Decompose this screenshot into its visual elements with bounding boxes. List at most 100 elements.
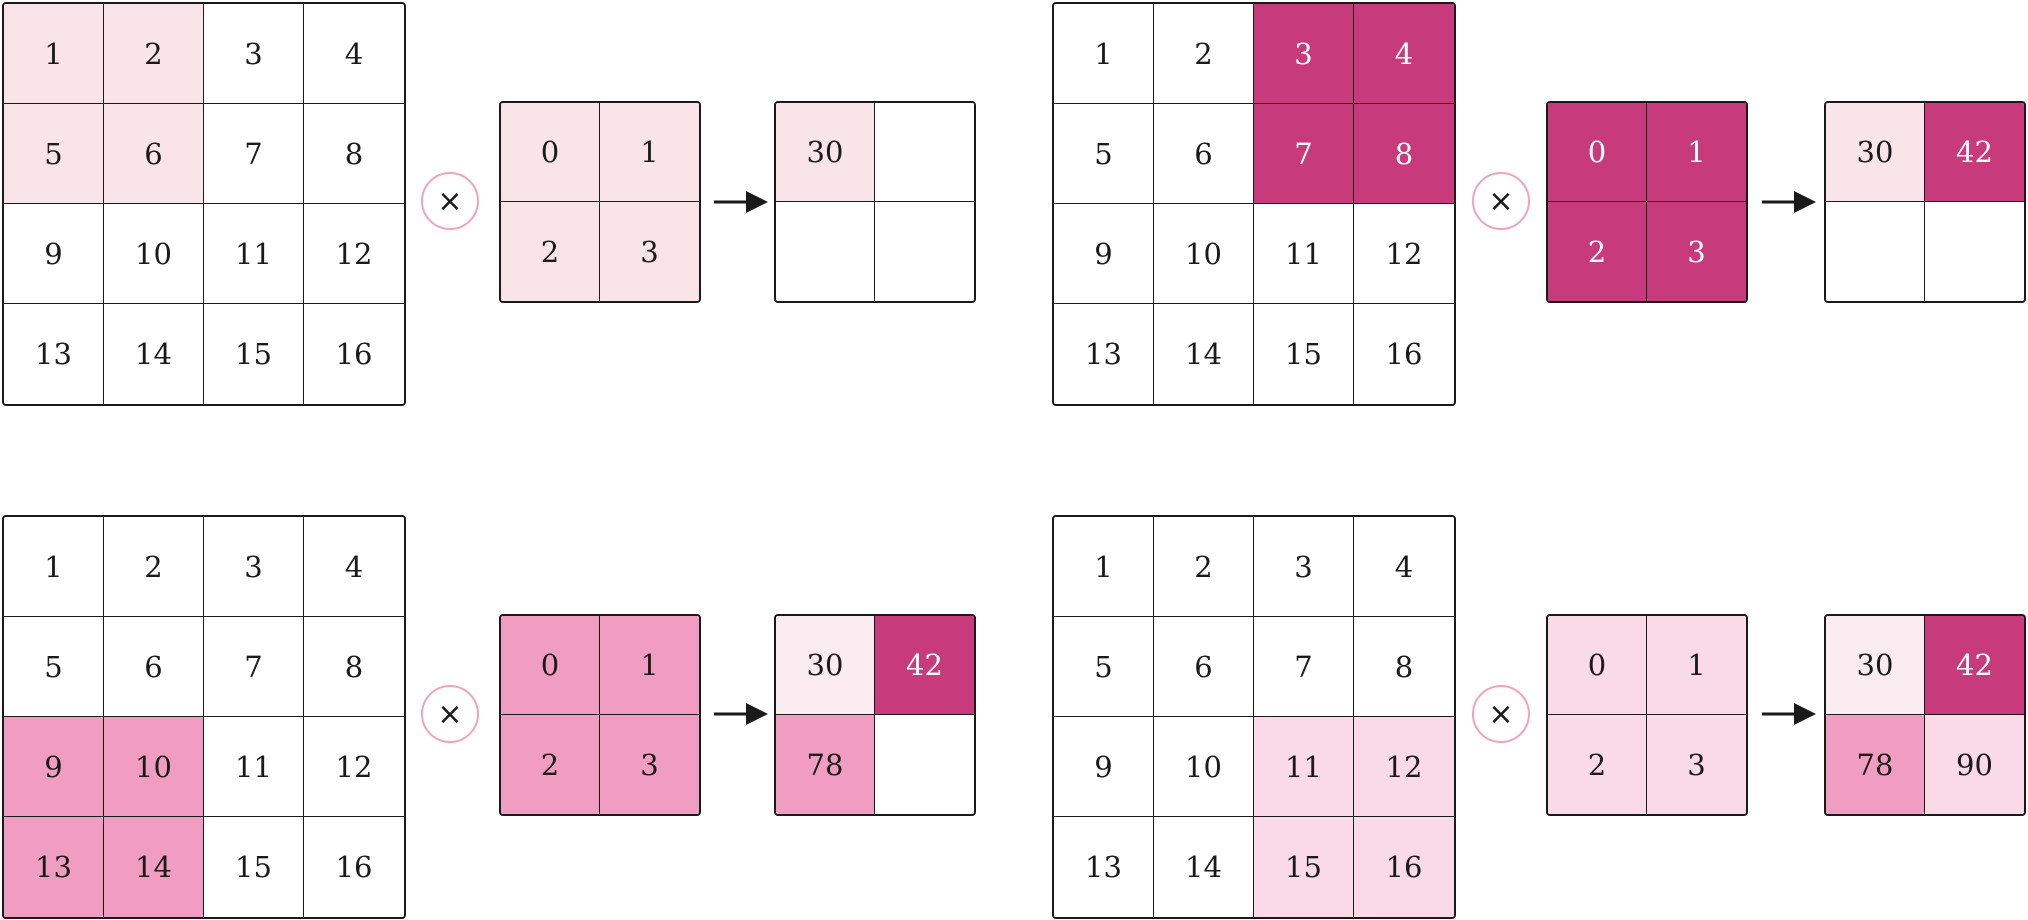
output-matrix-cell: 90 (1925, 715, 2024, 814)
input-matrix-cell: 15 (204, 817, 304, 917)
kernel-matrix-cell: 0 (501, 103, 600, 202)
input-matrix-cell: 12 (1354, 204, 1454, 304)
input-matrix-cell: 4 (304, 517, 404, 617)
input-matrix-cell: 5 (4, 104, 104, 204)
output-matrix-cell (875, 202, 974, 301)
input-matrix-cell: 12 (304, 717, 404, 817)
input-matrix-cell: 7 (1254, 104, 1354, 204)
output-matrix-cell (875, 103, 974, 202)
input-matrix-cell: 8 (304, 104, 404, 204)
output-matrix-cell (1925, 202, 2024, 301)
input-matrix-cell: 15 (1254, 304, 1354, 404)
output-matrix-cell (776, 202, 875, 301)
output-matrix-cell: 30 (1826, 616, 1925, 715)
kernel-matrix-cell: 0 (1548, 103, 1647, 202)
input-matrix-cell: 14 (1154, 817, 1254, 917)
kernel-matrix-cell: 2 (501, 202, 600, 301)
input-matrix-cell: 7 (204, 617, 304, 717)
input-matrix-cell: 9 (1054, 204, 1154, 304)
input-matrix-cell: 13 (4, 304, 104, 404)
input-matrix-cell: 15 (1254, 817, 1354, 917)
input-matrix-cell: 10 (1154, 717, 1254, 817)
output-matrix-cell: 42 (1925, 616, 2024, 715)
input-matrix-cell: 14 (104, 817, 204, 917)
output-matrix-cell: 78 (776, 715, 875, 814)
output-matrix-cell: 30 (776, 616, 875, 715)
input-matrix-cell: 10 (104, 204, 204, 304)
input-matrix-cell: 2 (1154, 517, 1254, 617)
output-matrix-cell: 30 (776, 103, 875, 202)
input-matrix-cell: 7 (204, 104, 304, 204)
input-matrix-cell: 12 (1354, 717, 1454, 817)
output-matrix-cell (875, 715, 974, 814)
input-matrix-cell: 13 (4, 817, 104, 917)
input-matrix-cell: 12 (304, 204, 404, 304)
kernel-matrix-cell: 3 (600, 202, 699, 301)
input-matrix-cell: 4 (1354, 517, 1454, 617)
input-matrix-cell: 16 (304, 817, 404, 917)
kernel-matrix-cell: 1 (600, 616, 699, 715)
input-matrix-cell: 7 (1254, 617, 1354, 717)
input-matrix-cell: 2 (104, 517, 204, 617)
input-matrix-cell: 1 (4, 517, 104, 617)
kernel-matrix-cell: 0 (1548, 616, 1647, 715)
input-matrix-cell: 3 (1254, 4, 1354, 104)
input-matrix-cell: 4 (1354, 4, 1454, 104)
right-arrow-icon (1762, 191, 1816, 213)
input-matrix-cell: 11 (1254, 717, 1354, 817)
kernel-matrix-cell: 3 (1647, 202, 1746, 301)
output-matrix-cell: 78 (1826, 715, 1925, 814)
input-matrix-cell: 13 (1054, 304, 1154, 404)
input-matrix-cell: 6 (1154, 104, 1254, 204)
multiply-operator-icon: × (421, 685, 479, 743)
input-matrix-cell: 4 (304, 4, 404, 104)
output-matrix-cell: 30 (1826, 103, 1925, 202)
input-matrix-cell: 13 (1054, 817, 1154, 917)
input-matrix-cell: 9 (1054, 717, 1154, 817)
kernel-matrix-cell: 0 (501, 616, 600, 715)
right-arrow-icon (714, 703, 768, 725)
kernel-matrix-cell: 2 (1548, 715, 1647, 814)
input-matrix-cell: 14 (104, 304, 204, 404)
input-matrix-cell: 2 (1154, 4, 1254, 104)
input-matrix-cell: 1 (1054, 517, 1154, 617)
input-matrix-cell: 6 (104, 617, 204, 717)
input-matrix-cell: 5 (4, 617, 104, 717)
kernel-matrix-cell: 1 (1647, 616, 1746, 715)
multiply-operator-icon: × (421, 172, 479, 230)
input-matrix-cell: 11 (204, 717, 304, 817)
output-matrix-cell: 42 (875, 616, 974, 715)
input-matrix-cell: 15 (204, 304, 304, 404)
kernel-matrix-cell: 2 (1548, 202, 1647, 301)
input-matrix-cell: 3 (1254, 517, 1354, 617)
input-matrix-cell: 16 (304, 304, 404, 404)
input-matrix-cell: 16 (1354, 817, 1454, 917)
input-matrix-cell: 9 (4, 717, 104, 817)
input-matrix-cell: 14 (1154, 304, 1254, 404)
input-matrix-cell: 3 (204, 4, 304, 104)
input-matrix-cell: 6 (104, 104, 204, 204)
output-matrix-cell: 42 (1925, 103, 2024, 202)
input-matrix-cell: 11 (204, 204, 304, 304)
input-matrix-cell: 8 (1354, 617, 1454, 717)
input-matrix-cell: 1 (4, 4, 104, 104)
kernel-matrix-cell: 2 (501, 715, 600, 814)
right-arrow-icon (1762, 703, 1816, 725)
right-arrow-icon (714, 191, 768, 213)
input-matrix-cell: 2 (104, 4, 204, 104)
kernel-matrix-cell: 3 (600, 715, 699, 814)
input-matrix-cell: 16 (1354, 304, 1454, 404)
input-matrix-cell: 6 (1154, 617, 1254, 717)
input-matrix-cell: 11 (1254, 204, 1354, 304)
multiply-operator-icon: × (1472, 685, 1530, 743)
